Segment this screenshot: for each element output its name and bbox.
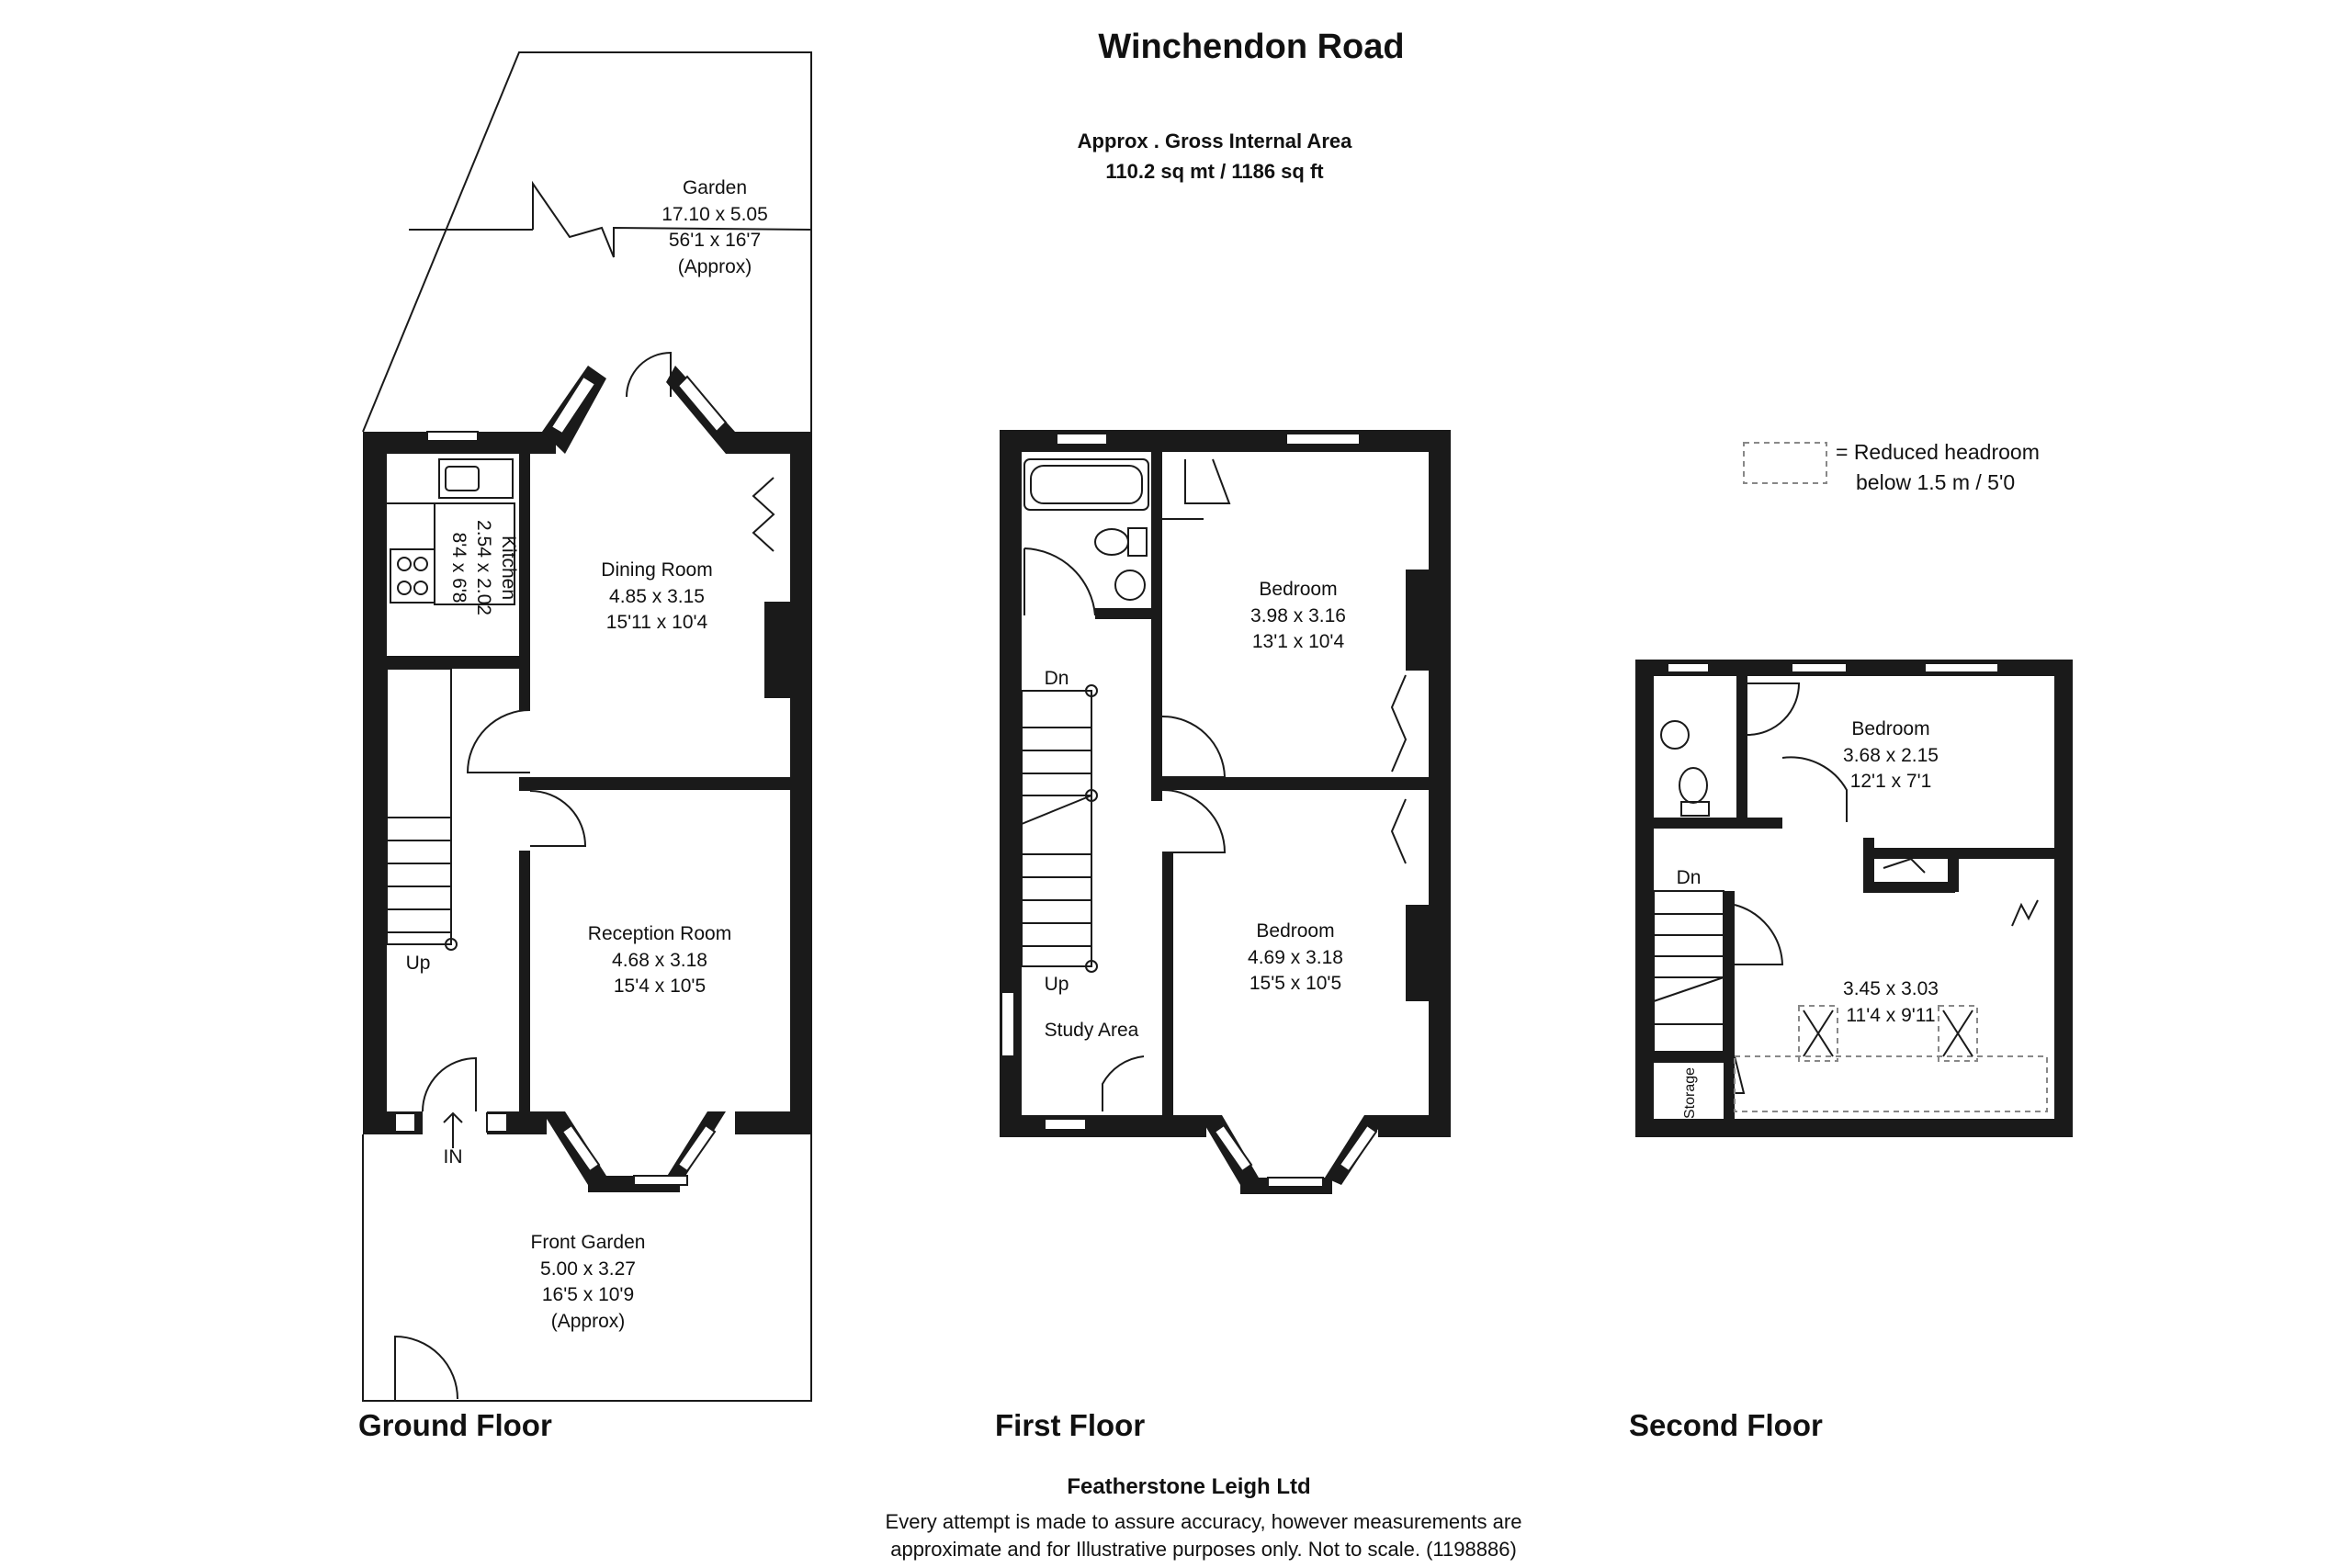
first-stairs-down-label: Dn — [1045, 668, 1069, 689]
legend-line-2: below 1.5 m / 5'0 — [1856, 470, 2015, 494]
disclaimer-line-1: Every attempt is made to assure accuracy… — [886, 1510, 1522, 1533]
reception-room-metric: 4.68 x 3.18 — [612, 950, 707, 971]
property-title: Winchendon Road — [1098, 28, 1404, 66]
company-name: Featherstone Leigh Ltd — [1067, 1474, 1310, 1499]
second-bedroom-name: Bedroom — [1851, 718, 1929, 739]
ground-floor-plan — [362, 51, 812, 1402]
kitchen-label-group: Kitchen 2.54 x 2.02 8'4 x 6'8 — [448, 520, 519, 615]
reduced-headroom-legend: = Reduced headroom below 1.5 m / 5'0 — [1743, 440, 2040, 494]
gross-area-label: Approx . Gross Internal Area — [1078, 130, 1352, 152]
garden-approx: (Approx) — [678, 256, 752, 277]
second-stairs — [1653, 890, 1724, 1053]
dining-room-name: Dining Room — [601, 559, 712, 581]
bedroom-rear-imperial: 13'1 x 10'4 — [1252, 631, 1345, 652]
reception-room-imperial: 15'4 x 10'5 — [614, 976, 706, 997]
front-garden-approx: (Approx) — [551, 1311, 626, 1332]
loft-room-metric: 3.45 x 3.03 — [1843, 978, 1939, 999]
dining-room-imperial: 15'11 x 10'4 — [606, 612, 708, 633]
legend-line-1: = Reduced headroom — [1836, 440, 2040, 464]
storage-label-group: Storage — [1682, 1067, 1698, 1119]
first-stairs-up-label: Up — [1045, 974, 1069, 995]
second-stairs-down-label: Dn — [1677, 867, 1702, 888]
garden-name: Garden — [683, 177, 747, 198]
kitchen-imperial: 8'4 x 6'8 — [448, 533, 469, 604]
garden-imperial: 56'1 x 16'7 — [669, 230, 761, 251]
kitchen-name: Kitchen — [498, 536, 519, 600]
entrance-label: IN — [444, 1146, 463, 1168]
second-floor-title: Second Floor — [1629, 1408, 1823, 1442]
second-floor-plan — [1635, 660, 2073, 1137]
kitchen-metric: 2.54 x 2.02 — [473, 520, 494, 615]
disclaimer-line-2: approximate and for Illustrative purpose… — [890, 1538, 1517, 1561]
ground-stairs — [387, 680, 458, 951]
second-bedroom-imperial: 12'1 x 7'1 — [1850, 771, 1932, 792]
ground-floor-title: Ground Floor — [358, 1408, 552, 1442]
front-garden-metric: 5.00 x 3.27 — [540, 1258, 636, 1280]
ground-stairs-up-label: Up — [406, 953, 431, 974]
reception-room-name: Reception Room — [588, 923, 731, 944]
bedroom-front-imperial: 15'5 x 10'5 — [1250, 973, 1341, 994]
garden-boundary — [362, 51, 812, 433]
front-garden-imperial: 16'5 x 10'9 — [542, 1284, 634, 1305]
first-floor-title: First Floor — [995, 1408, 1145, 1442]
study-area-label: Study Area — [1045, 1020, 1139, 1041]
garden-metric: 17.10 x 5.05 — [662, 204, 768, 225]
dining-room-metric: 4.85 x 3.15 — [609, 586, 705, 607]
loft-room-imperial: 11'4 x 9'11 — [1846, 1005, 1935, 1026]
first-floor-plan — [1000, 430, 1451, 1194]
storage-label: Storage — [1682, 1067, 1698, 1119]
gross-area-value: 110.2 sq mt / 1186 sq ft — [1105, 160, 1324, 183]
bedroom-rear-metric: 3.98 x 3.16 — [1250, 605, 1346, 626]
reduced-headroom-zone — [1734, 1055, 2048, 1112]
reduced-headroom-swatch — [1743, 442, 1827, 484]
front-garden-boundary — [362, 1134, 812, 1402]
second-bedroom-metric: 3.68 x 2.15 — [1843, 745, 1939, 766]
front-garden-name: Front Garden — [531, 1232, 646, 1253]
first-stairs — [1021, 684, 1098, 973]
bedroom-front-metric: 4.69 x 3.18 — [1248, 947, 1343, 968]
bedroom-rear-name: Bedroom — [1259, 579, 1337, 600]
bedroom-front-name: Bedroom — [1256, 920, 1334, 942]
garden-fold-door — [532, 180, 812, 258]
